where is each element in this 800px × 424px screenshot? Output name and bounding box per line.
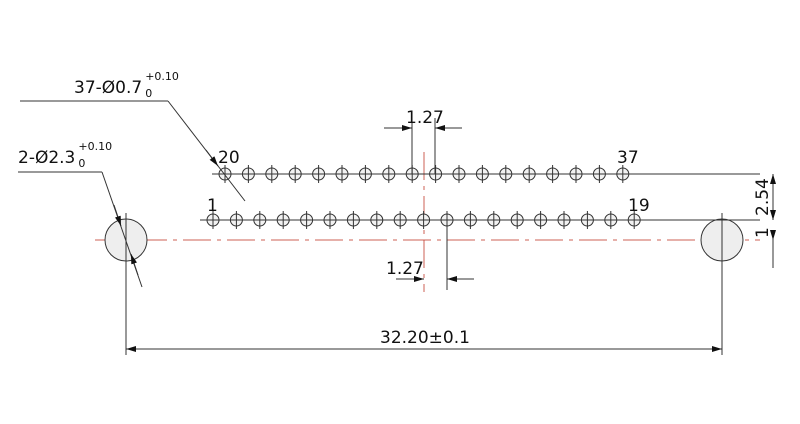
pin-hole-37	[614, 165, 631, 183]
pin-hole-22	[263, 165, 280, 183]
pin-hole-10	[415, 211, 432, 229]
mount-callout-text: 2-Ø2.3	[18, 148, 75, 168]
pin-hole-30	[451, 165, 467, 183]
pin-label-19: 19	[628, 196, 650, 216]
pin-callout-lower-tol: 0	[145, 87, 152, 100]
pin-array	[205, 165, 643, 229]
pin-hole-36	[591, 165, 608, 183]
pin-hole-16	[556, 211, 572, 229]
pin-hole-21	[240, 165, 257, 183]
pin-hole-18	[602, 211, 619, 229]
mounting-hole-right	[700, 213, 744, 355]
pin-callout-upper-tol: +0.10	[145, 70, 179, 83]
pin-hole-29	[427, 165, 444, 183]
mount-diameter-callout: 2-Ø2.3 +0.10 0	[18, 140, 143, 288]
pin-hole-4	[275, 211, 292, 229]
row-offset-label: 1	[753, 227, 773, 238]
pin-label-37: 37	[617, 148, 639, 168]
pin-hole-34	[544, 165, 561, 183]
pin-hole-14	[509, 211, 526, 229]
pin-hole-32	[497, 165, 514, 183]
pin-hole-8	[368, 211, 385, 229]
bottom-pitch-dimension: 1.27	[386, 220, 474, 290]
pin-hole-9	[392, 211, 409, 229]
pin-hole-24	[310, 165, 327, 183]
pin-hole-23	[287, 165, 304, 183]
pin-label-1: 1	[207, 196, 218, 216]
pin-hole-17	[579, 211, 596, 229]
pin-hole-33	[521, 165, 538, 183]
mount-spacing-label: 32.20±0.1	[380, 328, 470, 348]
pin-hole-19	[626, 211, 643, 229]
pin-hole-7	[345, 211, 362, 229]
pin-hole-3	[251, 211, 268, 229]
pin-hole-13	[485, 211, 502, 229]
pin-hole-15	[532, 211, 549, 229]
pin-hole-26	[357, 165, 374, 183]
mount-callout-lower-tol: 0	[78, 157, 85, 170]
pin-hole-25	[334, 165, 350, 183]
top-pitch-label: 1.27	[406, 108, 444, 128]
pin-diameter-callout: 37-Ø0.7 +0.10 0	[20, 70, 246, 202]
bottom-pitch-label: 1.27	[386, 259, 424, 279]
mount-spacing-dimension: 32.20±0.1	[126, 328, 722, 352]
pin-hole-5	[298, 211, 315, 229]
pin-hole-2	[228, 211, 245, 229]
row-spacing-dimension: 2.54 1	[753, 174, 776, 268]
row-spacing-label: 2.54	[753, 178, 773, 216]
pin-label-20: 20	[218, 148, 240, 168]
pin-callout-text: 37-Ø0.7	[74, 78, 142, 98]
pin-hole-35	[568, 165, 584, 183]
pin-hole-6	[322, 211, 338, 229]
mount-callout-upper-tol: +0.10	[78, 140, 112, 153]
pin-hole-1	[205, 211, 221, 229]
top-pitch-dimension: 1.27	[384, 108, 462, 174]
pin-hole-12	[462, 211, 479, 229]
pin-hole-31	[474, 165, 491, 183]
pin-hole-27	[380, 165, 397, 183]
